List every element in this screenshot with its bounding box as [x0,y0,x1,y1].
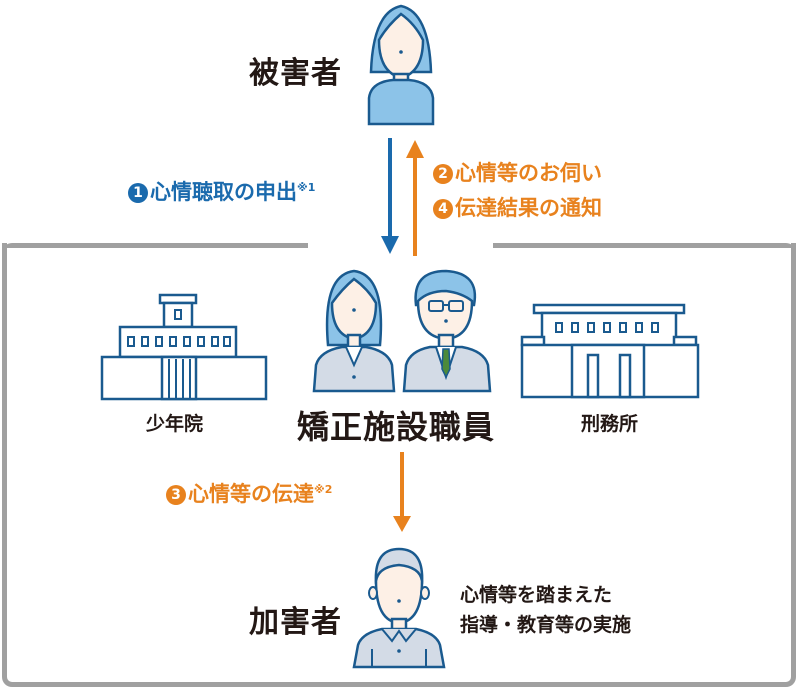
arrow-down-blue-icon [381,236,399,254]
arrows-victim-staff [381,138,424,256]
facility-frame-top-left [2,243,308,255]
step3-number-badge: 3 [166,485,186,505]
facility-frame [2,243,796,687]
step4-number-badge: 4 [433,199,453,219]
victim-person-icon [367,4,435,126]
prison-label: 刑務所 [581,413,639,435]
offender-description: 心情等を踏まえた 指導・教育等の実施 [460,584,632,636]
arrow-down-orange-icon [393,452,411,532]
juvenile-school-building-icon [100,293,268,401]
step1-number-badge: 1 [128,183,148,203]
offender-label: 加害者 [249,605,342,640]
prison-building-icon [520,303,700,399]
facility-frame-top-right [493,243,796,255]
staff-label: 矯正施設職員 [297,408,496,446]
step2-number-badge: 2 [433,164,453,184]
arrow-up-orange-icon [406,140,424,158]
juvenile-school-label: 少年院 [146,413,204,435]
offender-person-icon [352,547,446,669]
step1-note: ※1 [297,181,316,194]
staff-people-icon [312,269,492,393]
victim-label: 被害者 [249,56,342,91]
step3-note: ※2 [314,483,333,496]
